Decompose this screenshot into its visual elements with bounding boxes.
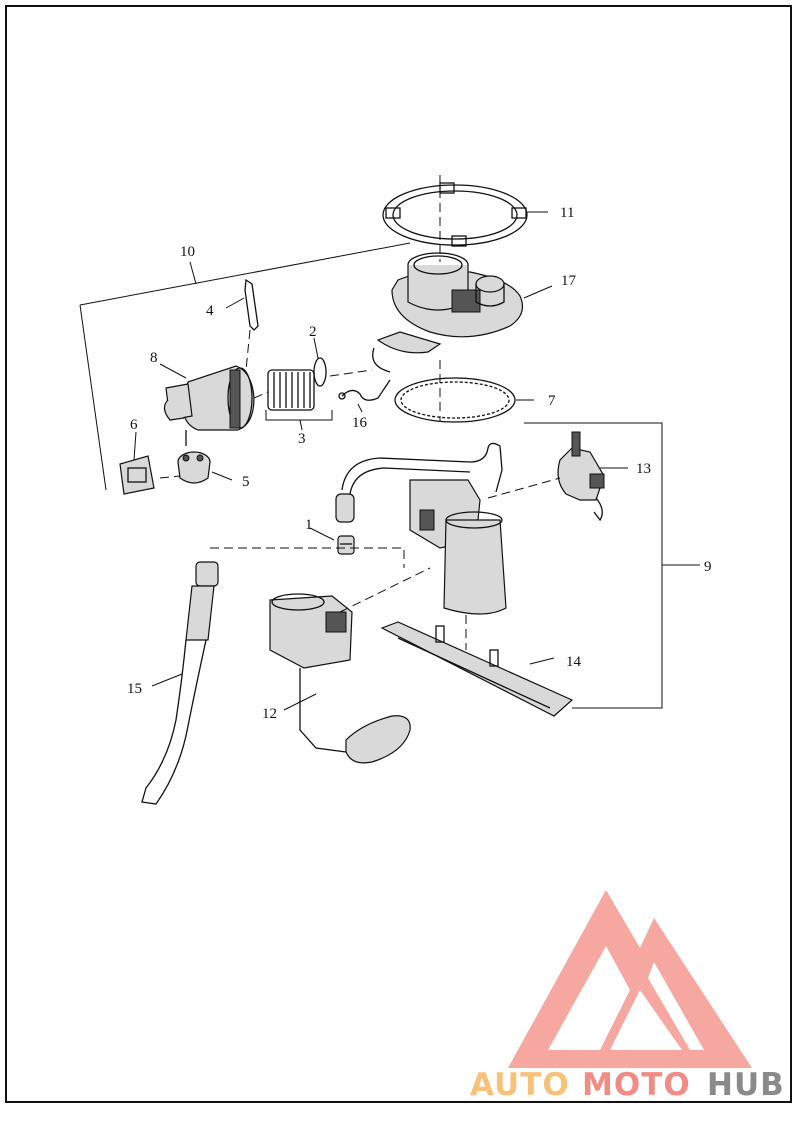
callout-1: 1 bbox=[305, 517, 313, 533]
part-fuel-line bbox=[141, 547, 405, 805]
callout-6: 6 bbox=[130, 417, 138, 433]
callouts: 1 2 3 4 5 6 7 8 9 10 11 12 13 14 15 16 1… bbox=[127, 205, 712, 722]
callout-7: 7 bbox=[548, 393, 556, 409]
part-clip bbox=[244, 278, 259, 371]
callout-5: 5 bbox=[242, 474, 250, 490]
part-filter-housing bbox=[163, 365, 255, 446]
callout-3: 3 bbox=[298, 431, 306, 447]
callout-11: 11 bbox=[560, 205, 574, 221]
callout-9: 9 bbox=[704, 559, 712, 575]
callout-17: 17 bbox=[561, 273, 577, 289]
watermark-hub: HUB bbox=[707, 1067, 785, 1103]
part-filter-element bbox=[265, 369, 333, 431]
assembly-10-bracket bbox=[79, 242, 411, 491]
callout-16: 16 bbox=[352, 415, 368, 431]
leader-lines bbox=[133, 211, 628, 711]
callout-12: 12 bbox=[262, 706, 277, 722]
callout-4: 4 bbox=[206, 303, 214, 319]
callout-10: 10 bbox=[180, 244, 195, 260]
part-strainer bbox=[380, 621, 574, 717]
part-pump-module bbox=[335, 442, 507, 650]
callout-13: 13 bbox=[636, 461, 651, 477]
watermark-auto: AUTO bbox=[470, 1067, 570, 1103]
callout-14: 14 bbox=[566, 654, 582, 670]
part-fitting bbox=[337, 535, 355, 555]
part-lock-ring bbox=[382, 175, 528, 262]
part-pump-flange bbox=[372, 252, 523, 373]
part-check-valve bbox=[159, 451, 211, 484]
part-retainer bbox=[119, 455, 155, 495]
watermark-logo bbox=[508, 890, 752, 1068]
watermark-text: AUTO MOTO HUB bbox=[470, 1067, 785, 1103]
callout-15: 15 bbox=[127, 681, 142, 697]
part-wire bbox=[338, 379, 391, 401]
part-level-sender bbox=[269, 567, 431, 764]
callout-8: 8 bbox=[150, 350, 158, 366]
part-connector bbox=[487, 431, 605, 522]
callout-2: 2 bbox=[309, 324, 317, 340]
part-o-ring bbox=[253, 357, 373, 399]
watermark-moto: MOTO bbox=[582, 1067, 691, 1103]
assembly-9-bracket bbox=[524, 422, 700, 709]
part-seal bbox=[394, 360, 516, 423]
diagram-frame bbox=[5, 5, 792, 1103]
